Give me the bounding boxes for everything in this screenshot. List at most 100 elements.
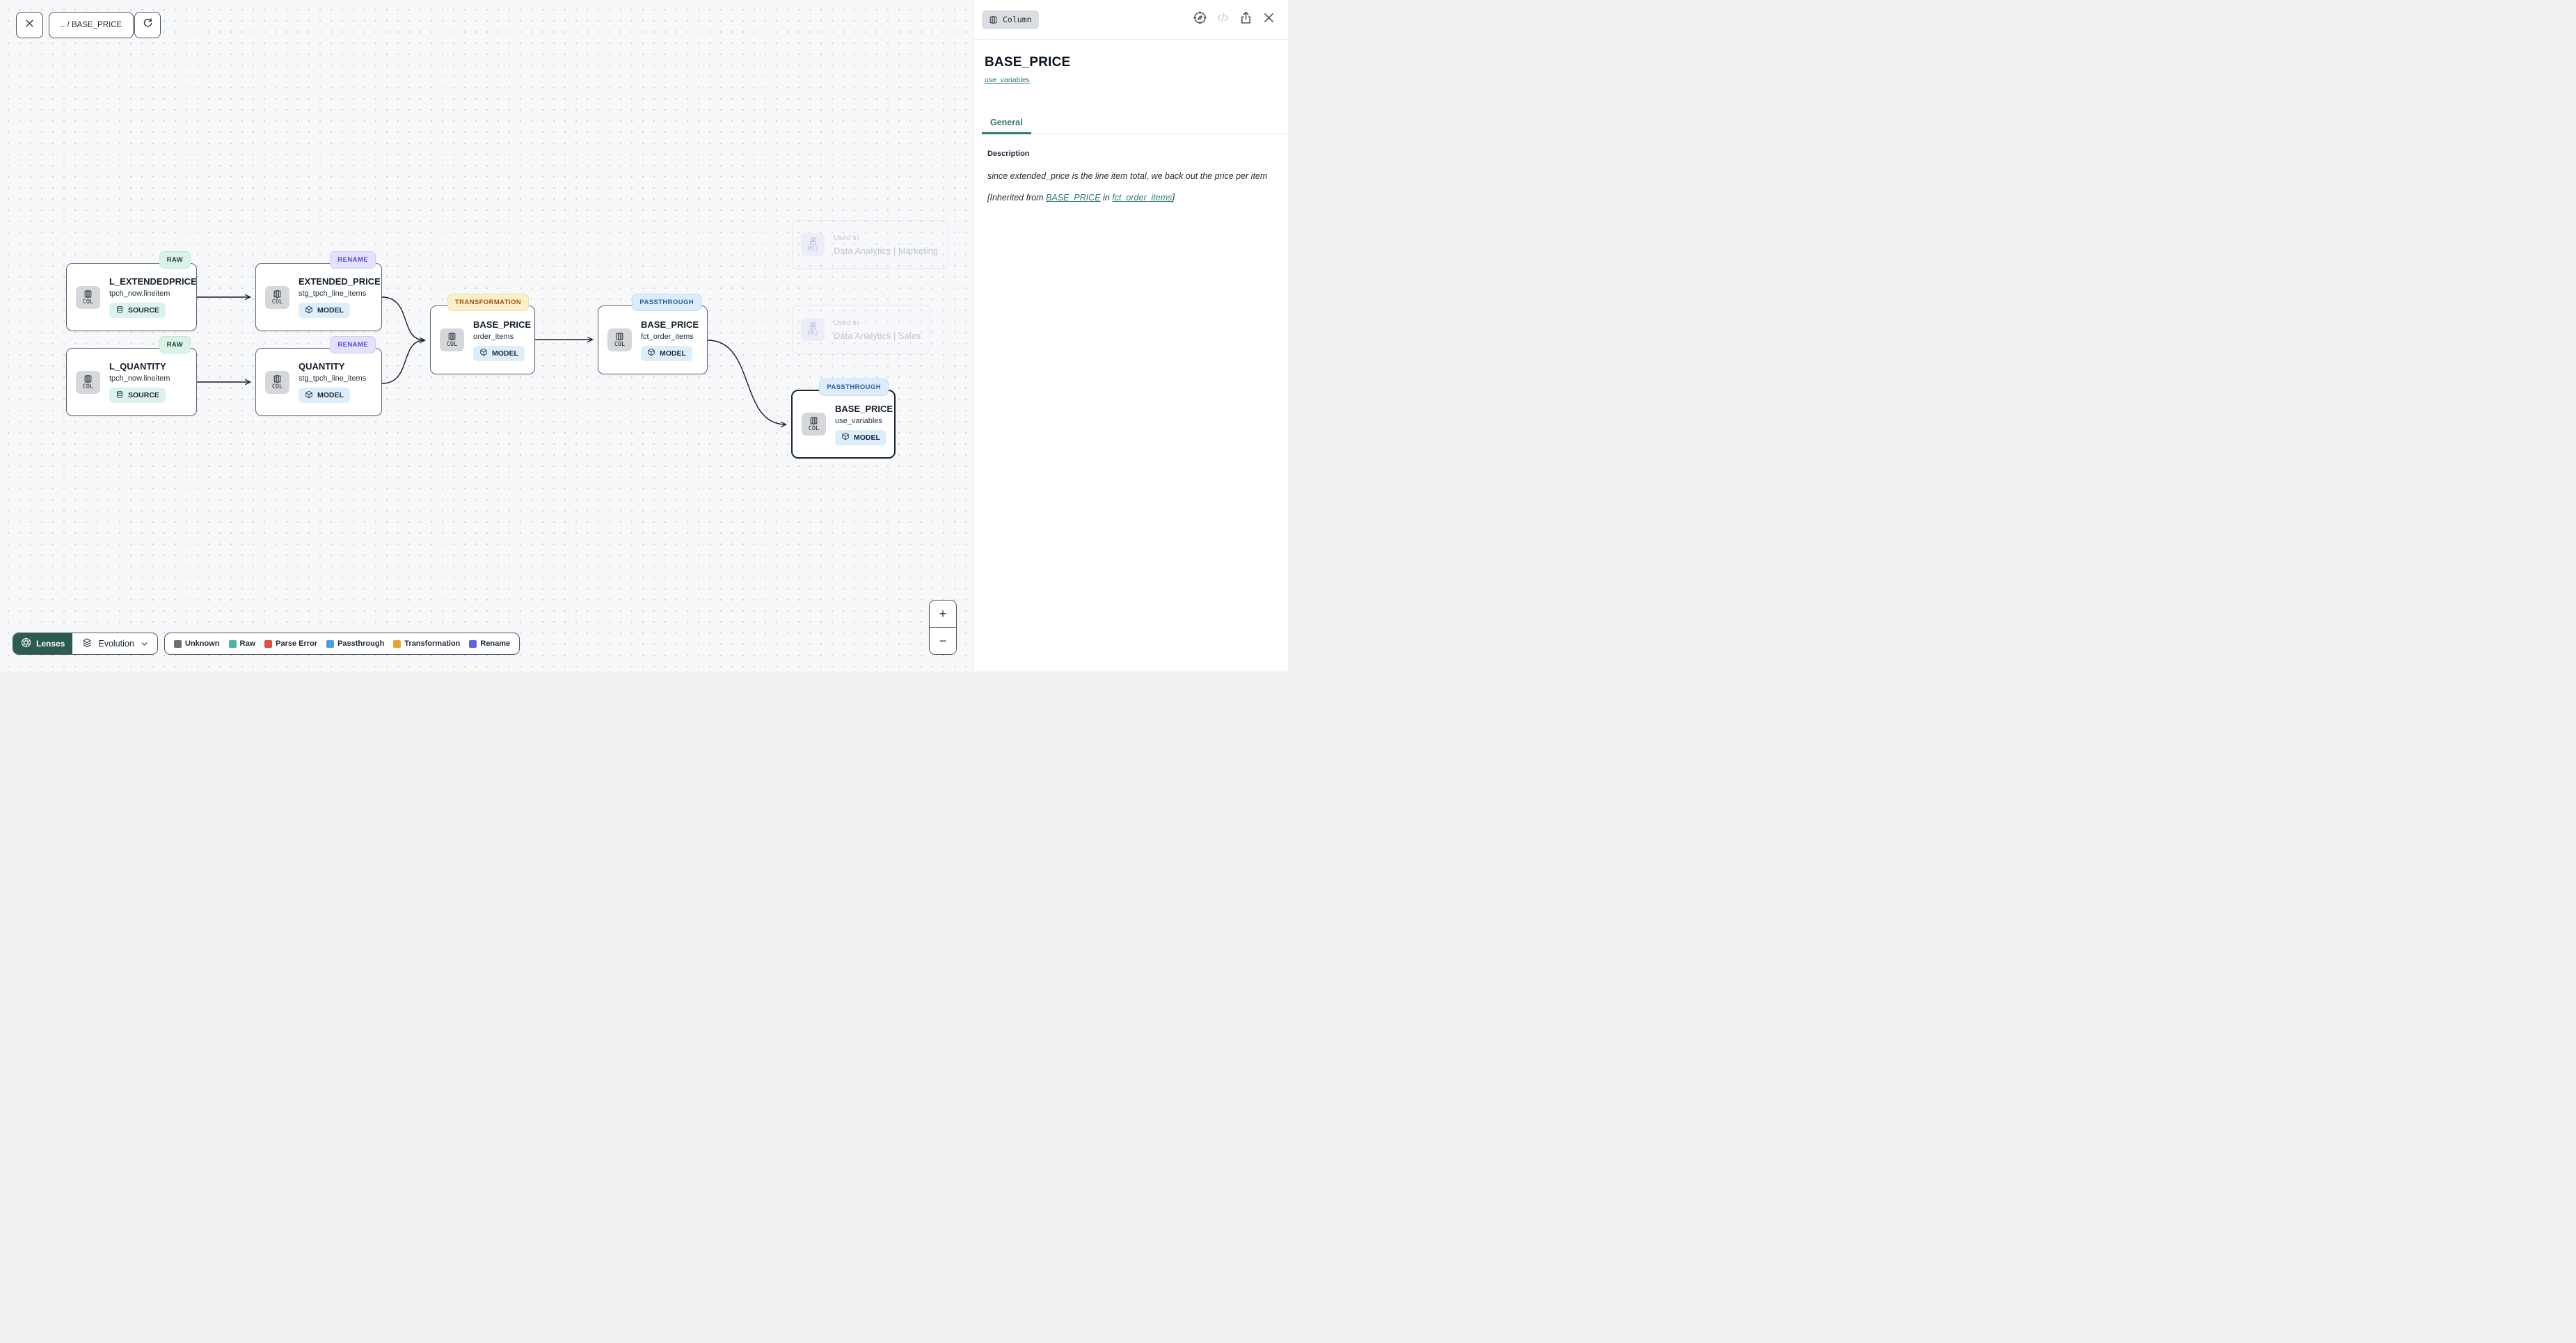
node-subtitle: stg_tpch_line_items [299, 289, 367, 298]
refresh-button[interactable] [134, 12, 161, 38]
model-link[interactable]: use_variables [985, 76, 1030, 84]
ghost-node-kind: Used In [834, 233, 859, 242]
description-section: Description since extended_price is the … [973, 134, 1288, 205]
lens-badge: RAW [159, 336, 191, 353]
zoom-out-button[interactable]: − [930, 628, 956, 654]
zoom-control: + − [929, 600, 957, 655]
cube-icon [305, 305, 313, 316]
node-title: L_EXTENDEDPRICE [109, 276, 197, 287]
lineage-app: .. / BASE_PRICE PRJ Used In Data Analyti… [0, 0, 1288, 672]
model-chip: MODEL [299, 388, 350, 403]
column-icon: COL [802, 413, 826, 436]
lens-badge: RAW [159, 251, 191, 269]
lens-badge: PASSTHROUGH [819, 379, 889, 396]
node-subtitle: fct_order_items [641, 332, 694, 341]
inherited-model-link[interactable]: fct_order_items [1112, 193, 1172, 202]
legend-swatch [326, 639, 335, 648]
description-body: since extended_price is the line item to… [987, 171, 1268, 181]
legend-item: Transformation [393, 639, 460, 648]
lens-badge: RENAME [330, 251, 376, 269]
description-inherited: [Inherited from BASE_PRICE in fct_order_… [987, 193, 1175, 202]
close-icon [1262, 10, 1276, 29]
node-l-quantity[interactable]: RAW COL L_QUANTITY tpch_now.lineitem SOU… [66, 336, 197, 416]
legend-swatch [393, 639, 401, 648]
close-graph-button[interactable] [16, 12, 43, 38]
legend-item: Parse Error [264, 639, 317, 648]
lenses-control: Lenses Evolution [13, 633, 158, 655]
node-subtitle: tpch_now.lineitem [109, 289, 170, 298]
close-icon [24, 17, 35, 33]
model-chip: MODEL [641, 345, 692, 361]
lens-badge: TRANSFORMATION [447, 294, 529, 311]
share-button[interactable] [1238, 10, 1253, 29]
node-base-price-fct-order-items[interactable]: PASSTHROUGH COL BASE_PRICE fct_order_ite… [598, 294, 708, 374]
description-heading: Description [987, 150, 1030, 158]
node-extended-price[interactable]: RENAME COL EXTENDED_PRICE stg_tpch_line_… [255, 251, 382, 331]
source-chip: SOURCE [109, 388, 166, 403]
node-l-extendedprice[interactable]: RAW COL L_EXTENDEDPRICE tpch_now.lineite… [66, 251, 197, 331]
node-base-price-order-items[interactable]: TRANSFORMATION COL BASE_PRICE order_item… [430, 294, 535, 374]
node-title: L_QUANTITY [109, 361, 166, 372]
column-icon: COL [265, 285, 289, 309]
database-icon [116, 390, 124, 401]
legend-swatch [469, 639, 477, 648]
node-title: BASE_PRICE [835, 403, 893, 414]
page-title: BASE_PRICE [985, 55, 1071, 70]
column-icon: COL [76, 285, 100, 309]
model-chip: MODEL [835, 429, 887, 445]
ghost-node-name: Data Analytics | Marketing [834, 245, 939, 256]
node-quantity[interactable]: RENAME COL QUANTITY stg_tpch_line_items … [255, 336, 382, 416]
breadcrumb[interactable]: .. / BASE_PRICE [49, 12, 134, 38]
code-icon [1216, 10, 1230, 29]
legend-item: Passthrough [326, 639, 384, 648]
cube-icon [841, 432, 850, 443]
panel-header: Column [973, 0, 1288, 40]
tab-general[interactable]: General [982, 111, 1031, 134]
refresh-icon [142, 17, 154, 33]
aperture-icon [21, 637, 31, 650]
node-subtitle: order_items [473, 332, 514, 341]
breadcrumb-label: .. / BASE_PRICE [61, 21, 122, 29]
node-title: BASE_PRICE [641, 319, 699, 330]
explore-button[interactable] [1192, 10, 1207, 29]
legend-swatch [174, 639, 182, 648]
node-base-price-use-variables[interactable]: PASSTHROUGH COL BASE_PRICE use_variables… [791, 379, 896, 459]
column-icon: COL [607, 328, 632, 351]
share-icon [1239, 10, 1253, 29]
lens-select-evolution[interactable]: Evolution [72, 633, 157, 654]
column-icon: COL [265, 370, 289, 394]
entity-type-badge: Column [982, 10, 1039, 29]
project-icon: PRJ [801, 318, 825, 341]
inherited-column-link[interactable]: BASE_PRICE [1046, 193, 1101, 202]
lens-badge: RENAME [330, 336, 376, 353]
layers-icon [81, 637, 93, 651]
model-chip: MODEL [473, 345, 525, 361]
node-title: EXTENDED_PRICE [299, 276, 381, 287]
ghost-node-name: Data Analytics | Sales [834, 330, 921, 341]
close-panel-button[interactable] [1261, 12, 1276, 27]
ghost-node-used-in-sales[interactable]: PRJ Used In Data Analytics | Sales [792, 305, 930, 354]
lens-legend: Unknown Raw Parse Error Passthrough Tran… [164, 633, 520, 655]
compass-icon [1193, 10, 1207, 29]
ghost-node-kind: Used In [834, 318, 859, 327]
node-subtitle: stg_tpch_line_items [299, 374, 367, 383]
cube-icon [479, 348, 488, 358]
legend-item: Unknown [174, 639, 220, 648]
ghost-node-used-in-marketing[interactable]: PRJ Used In Data Analytics | Marketing [792, 220, 948, 269]
detail-panel: Column [973, 0, 1288, 672]
cube-icon [647, 348, 655, 358]
view-code-button[interactable] [1215, 12, 1230, 27]
node-title: BASE_PRICE [473, 319, 532, 330]
legend-item: Rename [469, 639, 510, 648]
node-title: QUANTITY [299, 361, 345, 372]
panel-tabs: General [973, 111, 1288, 134]
cube-icon [305, 390, 313, 401]
legend-swatch [264, 639, 273, 648]
node-subtitle: tpch_now.lineitem [109, 374, 170, 383]
lens-badge: PASSTHROUGH [632, 294, 701, 311]
zoom-in-button[interactable]: + [930, 601, 956, 628]
lenses-button[interactable]: Lenses [13, 633, 73, 654]
model-chip: MODEL [299, 303, 350, 318]
column-icon: COL [440, 328, 464, 351]
column-icon: COL [76, 370, 100, 394]
